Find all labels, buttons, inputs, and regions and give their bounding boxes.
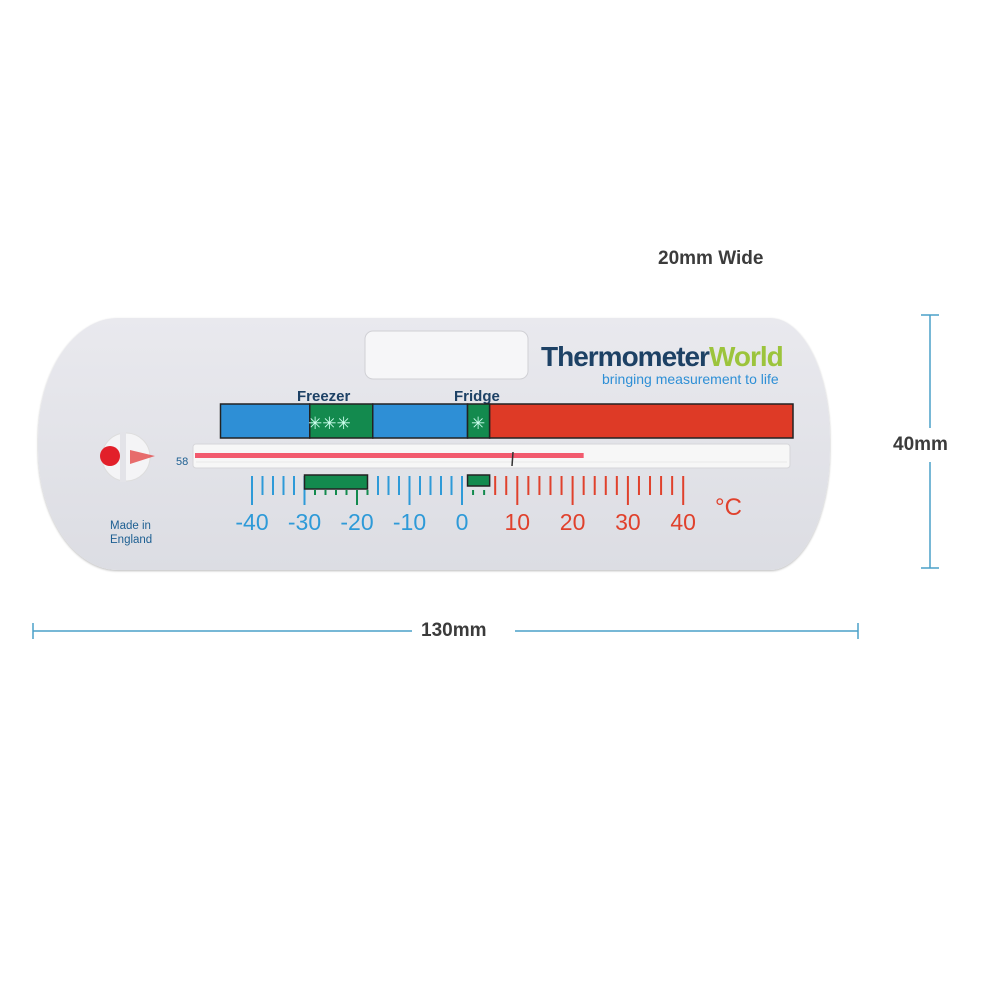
zone-warm — [488, 403, 794, 439]
unit-label: °C — [715, 494, 742, 521]
origin-line1: Made in — [110, 520, 151, 532]
zone-freezer — [309, 403, 374, 439]
scale-label: 0 — [456, 509, 469, 535]
fridge-label: Fridge — [454, 388, 500, 405]
width-label: 20mm Wide — [658, 248, 764, 269]
freezer-label: Freezer — [297, 388, 351, 405]
scale-label: 20 — [560, 509, 586, 535]
scale-ticks — [251, 474, 685, 505]
scale-label: -30 — [288, 509, 321, 535]
origin-line2: England — [110, 534, 152, 546]
scale-label: -20 — [340, 509, 373, 535]
scale-label: -40 — [235, 509, 268, 535]
brand-name: ThermometerWorld — [541, 341, 783, 372]
freezer-range-box — [303, 474, 369, 490]
scale-label: -10 — [393, 509, 426, 535]
fridge-range-box — [466, 474, 491, 487]
liquid-column — [195, 453, 584, 458]
scale-label: 40 — [670, 509, 696, 535]
brand-tagline: bringing measurement to life — [602, 371, 779, 387]
scale-labels: -40 -30 -20 -10 0 10 20 30 40 — [235, 509, 696, 535]
hanging-slot — [364, 330, 529, 380]
bulb-icon — [100, 446, 120, 466]
freezer-stars: ✳✳✳ — [308, 414, 351, 433]
height-label: 40mm — [893, 434, 948, 455]
length-label: 130mm — [421, 620, 487, 641]
max-mark: 58 — [176, 456, 188, 468]
zone-cold — [372, 403, 469, 439]
zone-cold — [219, 403, 311, 439]
fridge-star: ✳ — [471, 414, 485, 433]
scale-label: 30 — [615, 509, 641, 535]
scale-label: 10 — [505, 509, 531, 535]
zone-bar — [219, 403, 794, 439]
marker — [511, 451, 514, 467]
dimension-lines — [32, 314, 939, 639]
